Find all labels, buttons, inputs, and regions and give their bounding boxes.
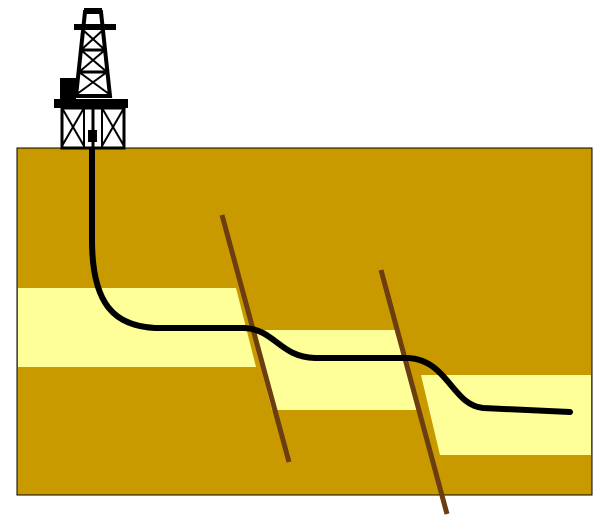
drilling-rig-icon <box>54 8 128 150</box>
fault-left <box>219 214 292 463</box>
horizontal-well-path <box>89 147 573 415</box>
reservoir-segment-right <box>421 375 591 455</box>
fault-right <box>378 269 450 515</box>
